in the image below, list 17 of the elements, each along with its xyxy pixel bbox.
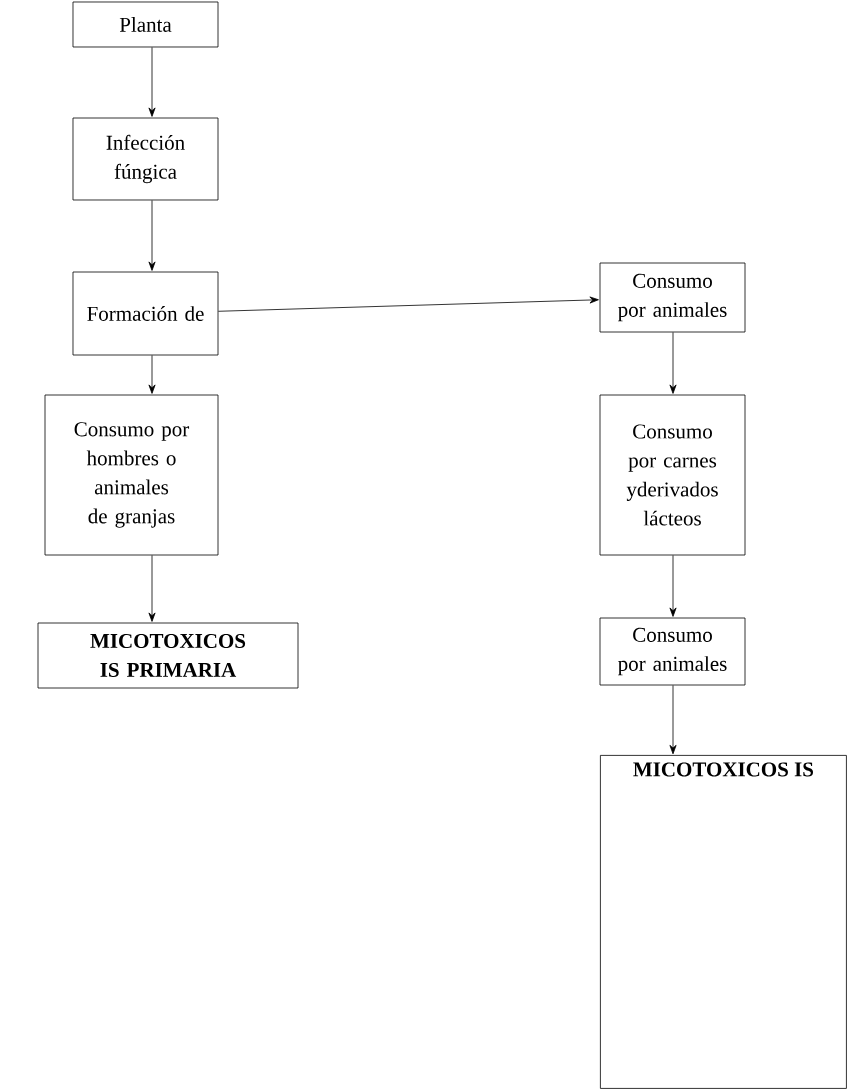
arrow xyxy=(669,555,677,617)
arrow xyxy=(669,685,677,755)
process-box: Infección fúngica xyxy=(72,117,219,201)
arrow xyxy=(148,200,156,271)
process-box: Consumo por animales xyxy=(599,617,746,686)
arrow xyxy=(218,296,599,312)
process-box: Consumo por hombres o animales de granjas xyxy=(44,394,219,556)
process-box: Consumo por animales xyxy=(599,262,746,333)
process-box: Formación de xyxy=(72,271,219,356)
arrow xyxy=(148,355,156,394)
arrow xyxy=(669,332,677,394)
process-box: MICOTOXICOS IS xyxy=(600,755,847,1089)
process-box: Planta xyxy=(72,1,219,48)
process-box: Consumo por carnes yderivados lácteos xyxy=(599,394,746,556)
process-box: MICOTOXICOS IS PRIMARIA xyxy=(37,622,299,689)
arrow xyxy=(148,47,156,117)
arrow xyxy=(148,555,156,622)
